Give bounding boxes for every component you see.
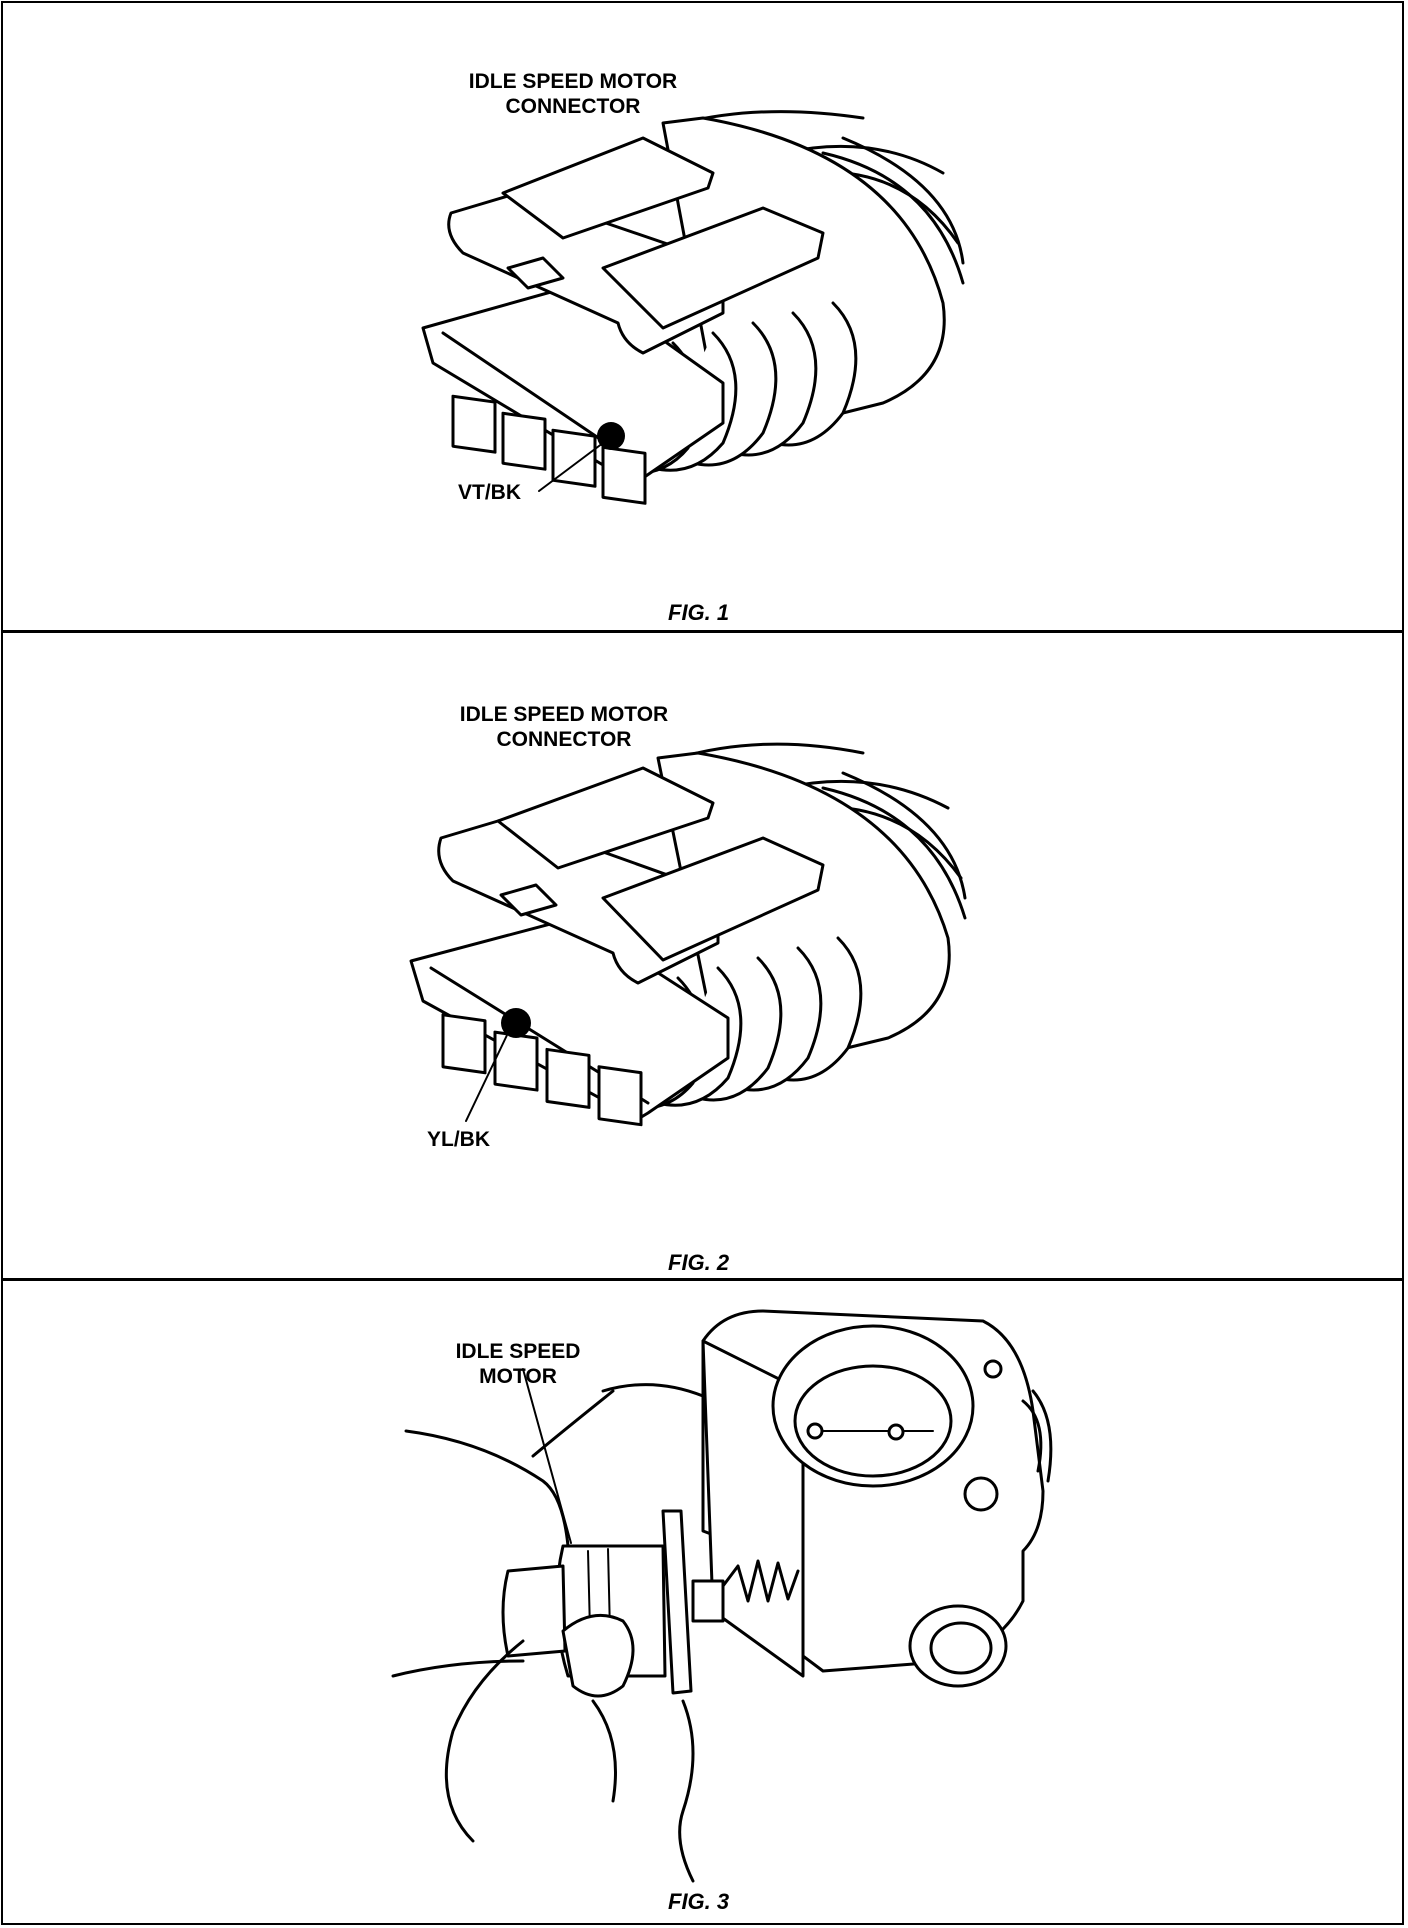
highlighted-pin [501,1008,531,1038]
hand-outline [531,1389,615,1458]
thumb [561,1613,635,1698]
coolant-port-bore [929,1621,993,1675]
motor-flange [661,1509,693,1695]
figure-3-panel: IDLE SPEED MOTOR FIG. 3 [3,1281,1402,1925]
hand-outline [591,1699,617,1803]
top-rail [496,766,715,870]
title-line-1: IDLE SPEED MOTOR [459,703,669,726]
rear-housing [661,116,946,445]
figure-1-caption: FIG. 1 [668,600,730,625]
top-rail-2 [601,206,825,330]
connector-illustration-2 [409,742,967,1127]
screw [887,1423,905,1441]
figure-2-panel: IDLE SPEED MOTOR CONNECTOR YL/BK FIG. 2 [3,633,1402,1281]
plunger-nut [691,1579,725,1623]
hand-outline [678,1699,695,1883]
hand-outline [444,1639,525,1843]
motor-leader-line [522,1368,572,1544]
pin-wire-label: VT/BK [458,481,521,504]
title-line-2: CONNECTOR [505,95,641,118]
pin-leader-line [538,442,604,492]
throttle-body-illustration [391,1309,1053,1883]
screw [806,1422,824,1440]
motor-connector-stub [501,1564,567,1658]
figure-2-title: IDLE SPEED MOTOR CONNECTOR [449,702,679,752]
lock-slot [499,883,558,917]
highlighted-pin [597,422,625,450]
hand-outline [391,1659,525,1678]
figure-3-caption: FIG. 3 [668,1889,730,1914]
connector-illustration-1 [421,110,965,505]
fitting-threads [1021,1399,1043,1473]
plunger-spring [721,1559,800,1603]
pin-cavities [441,1013,643,1127]
title-line-1: IDLE SPEED [455,1340,581,1363]
top-rail [501,136,715,240]
figure-3-title: IDLE SPEED MOTOR [443,1339,593,1389]
mount-hole [963,1476,999,1512]
top-rail-2 [601,836,825,962]
mount-hole [983,1359,1003,1379]
pin-wire-label: YL/BK [427,1128,490,1151]
fitting-threads [1031,1389,1053,1483]
lock-slot [506,256,565,290]
figure-1-panel: IDLE SPEED MOTOR CONNECTOR VT/BK FIG. 1 [3,3,1402,633]
hand-outline [601,1383,705,1398]
title-line-2: MOTOR [479,1365,557,1388]
figure-1-title: IDLE SPEED MOTOR CONNECTOR [458,69,688,119]
title-line-1: IDLE SPEED MOTOR [468,70,678,93]
title-line-2: CONNECTOR [496,728,632,751]
throttle-bore-inner [793,1364,953,1478]
pin-leader-line [465,1032,509,1122]
pin-cavities [451,394,647,505]
figure-2-caption: FIG. 2 [668,1250,730,1275]
